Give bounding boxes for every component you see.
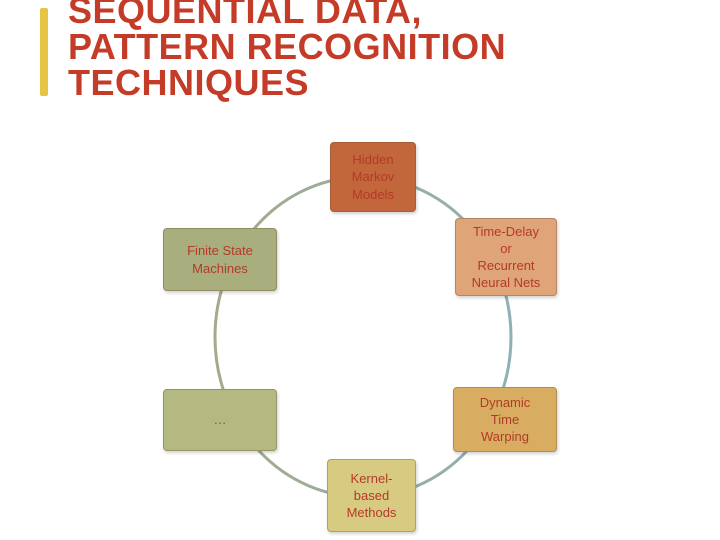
node-dynamic-time-warping: Dynamic Time Warping xyxy=(453,387,557,452)
node-kernel-based-methods: Kernel- based Methods xyxy=(327,459,416,532)
node-time-delay-recurrent-neural-nets: Time-Delay or Recurrent Neural Nets xyxy=(455,218,557,296)
node-finite-state-machines: Finite State Machines xyxy=(163,228,277,291)
title-accent-bar xyxy=(40,8,48,96)
page-title: SEQUENTIAL DATA, PATTERN RECOGNITION TEC… xyxy=(68,0,507,103)
node-hidden-markov-models: Hidden Markov Models xyxy=(330,142,416,212)
node-ellipsis: … xyxy=(163,389,277,451)
